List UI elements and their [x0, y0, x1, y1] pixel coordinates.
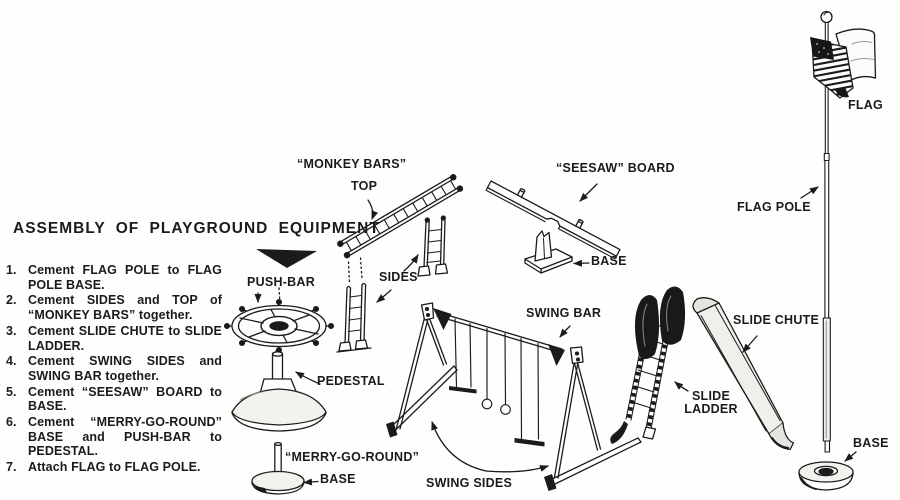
monkey-bars-drawing — [336, 174, 464, 353]
step-number: 7. — [6, 460, 17, 475]
assembly-step: 6. Cement “MERRY-GO-ROUND” BASE and PUSH… — [6, 415, 222, 459]
step-text: Cement SWING SIDES and SWING BAR togethe… — [28, 354, 222, 383]
merry-go-round-drawing — [223, 287, 335, 495]
label-pedestal: PEDESTAL — [317, 374, 385, 388]
assembly-steps-list: 1. Cement FLAG POLE to FLAG POLE BASE. 2… — [6, 263, 222, 476]
step-text: Cement “MERRY-GO-ROUND” BASE and PUSH-BA… — [28, 415, 222, 459]
flag-pole-drawing — [798, 10, 877, 491]
label-merry-go-round-base: BASE — [320, 472, 356, 486]
step-text: Cement SIDES and TOP of “MONKEY BARS” to… — [28, 293, 222, 323]
label-seesaw-base: BASE — [591, 254, 627, 268]
step-number: 4. — [6, 354, 17, 369]
assembly-step: 3. Cement SLIDE CHUTE to SLIDE LADDER. — [6, 324, 222, 353]
label-swing-sides: SWING SIDES — [426, 476, 513, 490]
step-number: 1. — [6, 263, 17, 277]
assembly-step: 5. Cement “SEESAW” BOARD to BASE. — [6, 385, 222, 414]
label-monkey-bars-top: TOP — [351, 179, 378, 193]
swing-set-drawing — [386, 302, 642, 491]
assembly-step: 4. Cement SWING SIDES and SWING BAR toge… — [6, 354, 222, 383]
label-flag-pole: FLAG POLE — [737, 200, 811, 214]
label-slide-ladder: SLIDE LADDER — [684, 389, 738, 416]
step-number: 3. — [6, 323, 17, 338]
step-text: Cement “SEESAW” BOARD to BASE. — [28, 384, 222, 414]
label-seesaw-board: “SEESAW” BOARD — [556, 161, 675, 175]
step-number: 5. — [6, 384, 17, 399]
step-text: Cement SLIDE CHUTE to SLIDE LADDER. — [28, 323, 222, 353]
assembly-step: 1. Cement FLAG POLE to FLAG POLE BASE. — [6, 263, 222, 292]
step-text: Attach FLAG to FLAG POLE. — [28, 460, 201, 475]
title-pointer-wedge — [256, 249, 317, 268]
label-flag-pole-base: BASE — [853, 436, 889, 450]
label-slide-chute: SLIDE CHUTE — [733, 313, 820, 327]
label-swing-bar: SWING BAR — [526, 306, 602, 320]
assembly-step: 2. Cement SIDES and TOP of “MONKEY BARS”… — [6, 293, 222, 322]
label-push-bar: PUSH-BAR — [247, 275, 315, 289]
assembly-step: 7. Attach FLAG to FLAG POLE. — [6, 460, 222, 475]
step-text: Cement FLAG POLE to FLAG POLE BASE. — [28, 263, 222, 292]
label-monkey-bars-sides: SIDES — [379, 270, 418, 284]
label-flag: FLAG — [848, 98, 884, 112]
seesaw-drawing — [485, 180, 621, 274]
page-title: ASSEMBLY OF PLAYGROUND EQUIPMENT — [13, 220, 380, 237]
step-number: 6. — [6, 415, 17, 430]
step-number: 2. — [6, 293, 17, 308]
slide-drawing — [610, 286, 795, 451]
label-merry-go-round: “MERRY-GO-ROUND” — [285, 450, 420, 464]
label-monkey-bars: “MONKEY BARS” — [297, 157, 407, 171]
